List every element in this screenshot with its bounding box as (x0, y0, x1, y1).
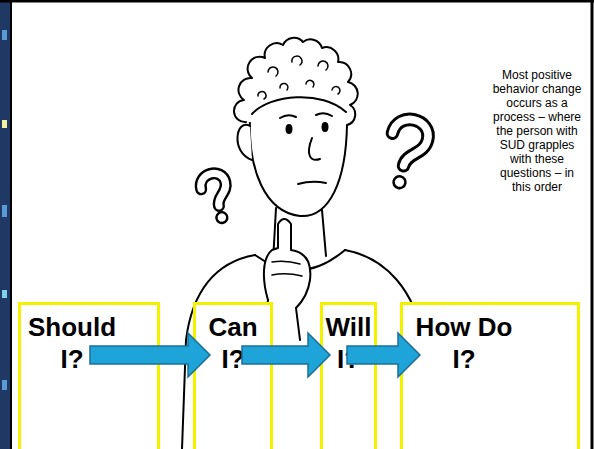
question-box: Should I? (18, 302, 160, 449)
side-strip (0, 0, 10, 449)
hair-curls (258, 56, 340, 99)
frame-line (0, 0, 594, 3)
question-text: How Do I? (403, 311, 525, 375)
question-text: Should I? (21, 311, 123, 375)
hair-outline (234, 38, 358, 125)
eye (287, 125, 292, 133)
finger-lines (272, 261, 302, 276)
strip-mark (2, 380, 7, 390)
question-text: Can I? (196, 311, 270, 375)
question-box: Can I? (193, 302, 273, 449)
side-note: Most positive behavior change occurs as … (490, 68, 584, 194)
mouth (298, 182, 326, 184)
question-box: Will I? (320, 302, 377, 449)
question-mark (198, 171, 235, 226)
question-box: How Do I? (400, 302, 580, 449)
hand (264, 219, 310, 308)
frame-line (591, 0, 594, 449)
eye (323, 123, 328, 131)
face-outline (250, 118, 347, 216)
nose (309, 138, 320, 160)
ear (237, 125, 252, 160)
eyebrow (280, 115, 296, 118)
strip-mark (2, 290, 7, 298)
hairline (252, 97, 346, 114)
strip-mark (2, 30, 7, 40)
eyebrow (316, 113, 332, 116)
question-text: Will I? (323, 311, 374, 375)
strip-mark (2, 205, 7, 217)
question-mark (380, 116, 432, 192)
neck-line (322, 210, 326, 256)
frame-line (10, 0, 12, 449)
strip-mark (2, 120, 7, 128)
